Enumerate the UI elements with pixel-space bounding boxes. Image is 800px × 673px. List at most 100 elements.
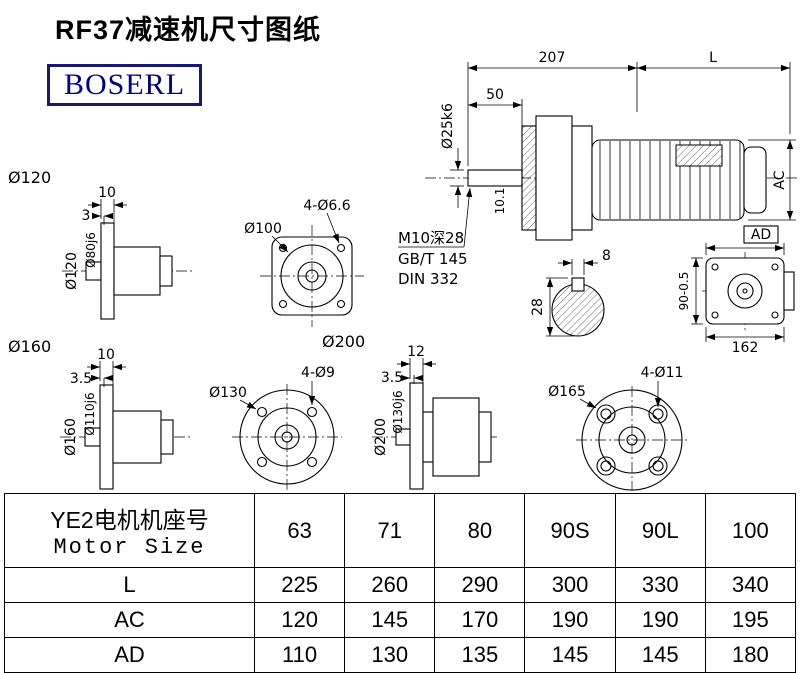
ad-label-box (743, 225, 779, 244)
housing-outline (432, 397, 480, 477)
leader-line (579, 398, 597, 409)
bolt-hole (771, 311, 779, 319)
dim-text: Ø110j6 (83, 392, 97, 435)
dim-text: 90-0.5 (677, 272, 691, 311)
side-cover (783, 271, 795, 311)
table-cell: 63 (253, 493, 346, 568)
flange-circle (581, 389, 683, 491)
table-cell: 90L (614, 493, 706, 568)
dimension-lines (88, 199, 127, 243)
shaft-section-circle (551, 283, 605, 337)
table-row-L: L 225 260 290 300 330 340 (4, 567, 797, 603)
table-row-AD: AD 110 130 135 145 145 180 (4, 637, 797, 673)
table-cell: 145 (344, 602, 436, 638)
brand-logo: BOSERL (47, 64, 203, 106)
bolt-hole (336, 243, 346, 253)
table-cell: 135 (434, 637, 526, 673)
technical-drawing: Ø120 10 3 Ø120 Ø80j6 4-Ø6. (8, 50, 798, 491)
dimension-lines (546, 259, 598, 337)
table-cell: 120 (253, 602, 346, 638)
table-cell: 180 (704, 637, 797, 673)
bolt-hole (600, 408, 612, 420)
dim-text: 207 (539, 50, 566, 66)
fan-cowl (743, 146, 767, 214)
row-label: L (4, 567, 255, 603)
shaft-circle (281, 431, 293, 443)
dim-text: 4-Ø6.6 (303, 198, 350, 214)
dim-text: 10.1 (493, 188, 507, 215)
table-cell: 170 (434, 602, 526, 638)
motor-size-header-en: Motor Size (53, 535, 206, 560)
leader-line (239, 399, 257, 410)
dimension-lines (397, 358, 436, 409)
view-label-200: Ø200 (322, 332, 365, 351)
tap-note: M10深28 GB/T 145 DIN 332 (398, 187, 473, 288)
table-cell: 80 (434, 493, 526, 568)
dimension-lines (450, 62, 796, 221)
view-assembly: 207 L 50 Ø25k6 AC 10.1 (425, 50, 798, 241)
dimension-lines (87, 361, 126, 407)
bolt-hole (336, 299, 346, 309)
dim-text: 50 (486, 87, 504, 103)
dim-text: Ø200 (373, 418, 389, 456)
center-dot (742, 288, 748, 294)
bolt-hole (278, 243, 288, 253)
spigot-outline (422, 411, 434, 463)
dim-text: 8 (602, 248, 611, 264)
dim-text: Ø160 (63, 418, 79, 456)
terminal-box (675, 144, 723, 167)
table-cell: 340 (704, 567, 797, 603)
dim-text: L (709, 50, 717, 66)
row-label: AD (4, 637, 255, 673)
dim-text: 3.5 (381, 370, 403, 386)
dim-text: Ø25k6 (440, 103, 456, 149)
view-face-130: Ø130 4-Ø9 (209, 365, 342, 490)
table-cell: 110 (253, 637, 346, 673)
dim-text: Ø120 (64, 252, 80, 290)
hub-step (160, 419, 174, 455)
dim-text: Ø100 (244, 221, 282, 237)
tap-note-line2: GB/T 145 (398, 250, 468, 268)
hub-outline (112, 410, 162, 464)
view-face-100: 4-Ø6.6 Ø100 (244, 198, 364, 327)
dimension-table: YE2电机机座号 Motor Size 63 71 80 90S 90L 100… (4, 493, 797, 673)
table-header-row: YE2电机机座号 Motor Size 63 71 80 90S 90L 100 (4, 493, 797, 568)
table-cell: 100 (704, 493, 797, 568)
dim-text: Ø80j6 (84, 232, 98, 268)
bolt-hole (711, 263, 719, 271)
dimension-lines (691, 243, 785, 342)
view-shaft-section: 8 28 (530, 248, 611, 337)
dim-text: 28 (530, 298, 546, 316)
spigot-circle (257, 407, 317, 467)
bolt-hole (278, 299, 288, 309)
table-cell: 71 (344, 493, 436, 568)
bolt-hole (652, 460, 664, 472)
tap-note-line3: DIN 332 (398, 270, 459, 288)
leader-line (271, 235, 289, 253)
hub-outline (113, 246, 161, 296)
dim-text: 3.5 (70, 371, 92, 387)
output-flange (521, 125, 537, 231)
view-flange-160: Ø160 10 3.5 Ø160 Ø110j6 (8, 337, 192, 490)
row-label: AC (4, 602, 255, 638)
housing-step (478, 411, 492, 463)
view-label-120: Ø120 (8, 168, 51, 187)
motor-fins (599, 141, 741, 219)
motor-size-header-cell: YE2电机机座号 Motor Size (4, 493, 255, 568)
page-title: RF37减速机尺寸图纸 (55, 15, 322, 45)
dim-text: AD (751, 227, 771, 243)
tap-note-line1: M10深28 (398, 229, 464, 247)
bolt-boss (596, 404, 616, 424)
shaft-circle (736, 282, 754, 300)
dim-text: 12 (407, 344, 425, 360)
dim-text: 3 (82, 208, 91, 224)
table-cell: 225 (253, 567, 346, 603)
shaft-circle (626, 434, 638, 446)
bolt-hole (771, 263, 779, 271)
dim-text: 10 (98, 185, 116, 201)
view-face-165: Ø165 4-Ø11 (548, 365, 688, 491)
view-rear: AD 90-0.5 162 (677, 225, 795, 356)
dim-text: Ø165 (548, 384, 586, 400)
table-cell: 195 (704, 602, 797, 638)
hub-step (159, 255, 173, 287)
